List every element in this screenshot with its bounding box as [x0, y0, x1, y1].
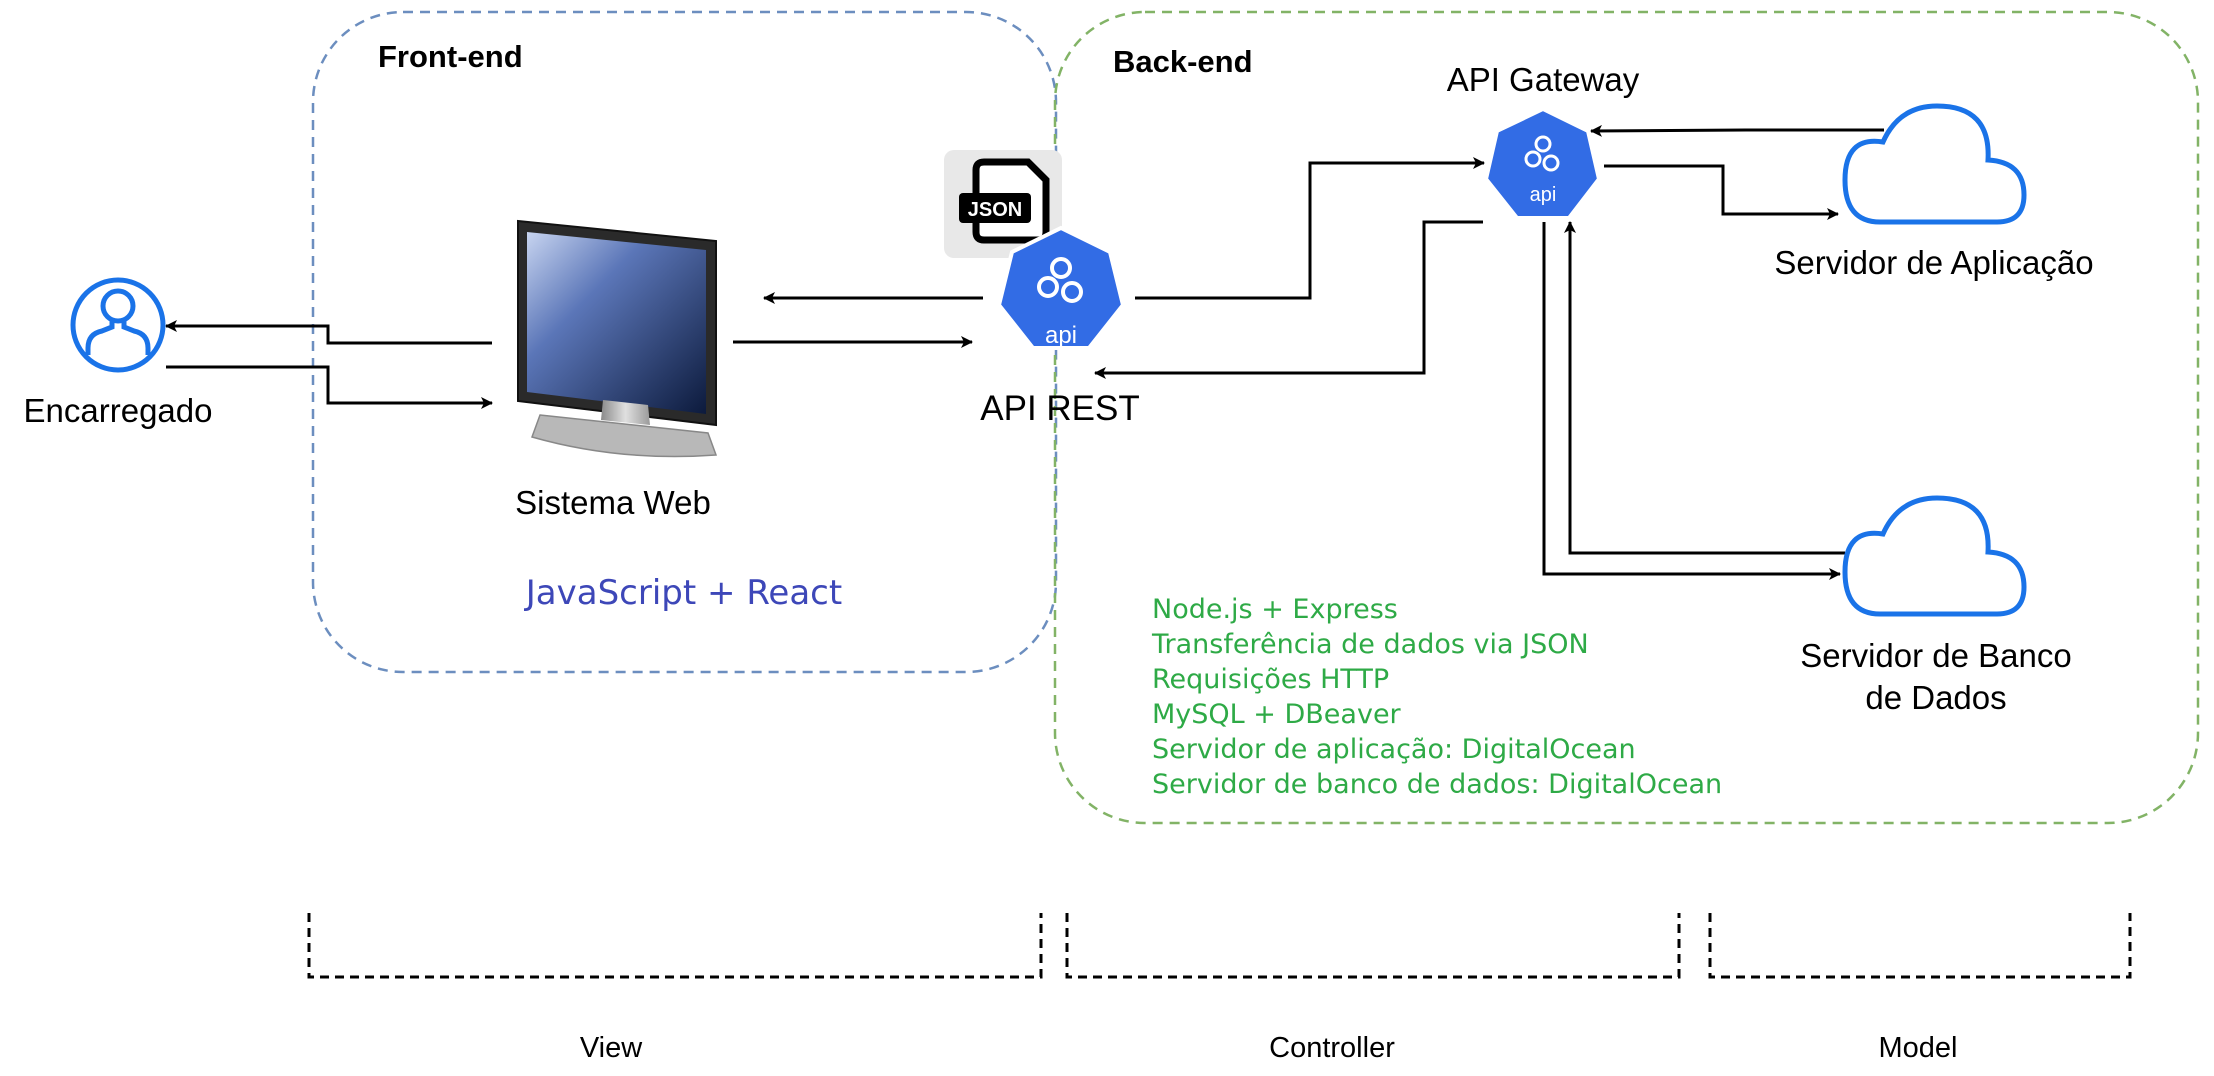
- model-bracket: [1708, 913, 2132, 979]
- backend-note: Node.js + Express: [1152, 594, 1398, 625]
- app-server-node[interactable]: Servidor de Aplicação: [1774, 103, 2094, 281]
- backend-note: Requisições HTTP: [1152, 664, 1389, 695]
- controller-bracket: [1065, 913, 1681, 979]
- web-system-node[interactable]: Sistema Web JavaScript + React: [515, 219, 842, 613]
- db-server-label-line2: de Dados: [1865, 679, 2006, 716]
- api-heptagon-icon: [996, 225, 1126, 350]
- frontend-title: Front-end: [378, 39, 523, 74]
- gear-icon: [1037, 257, 1083, 303]
- backend-note: MySQL + DBeaver: [1152, 699, 1402, 730]
- arrow-web-to-user: [165, 320, 492, 345]
- json-node: JSON: [944, 150, 1062, 258]
- user-label: Encarregado: [24, 392, 213, 429]
- layer-label-controller: Controller: [1269, 1032, 1395, 1064]
- backend-tech-notes: Node.js + Express Transferência de dados…: [1151, 594, 1722, 800]
- api-gateway-label: API Gateway: [1447, 61, 1640, 98]
- arrow-api-rest-to-gateway: [1135, 157, 1485, 300]
- backend-title: Back-end: [1113, 44, 1253, 79]
- arrow-app-server-to-gateway: [1590, 124, 1884, 137]
- user-icon: [70, 277, 166, 373]
- api-gateway-node[interactable]: api API Gateway: [1447, 61, 1640, 220]
- frontend-tech-label: JavaScript + React: [524, 573, 842, 613]
- api-gateway-badge: api: [1530, 184, 1557, 206]
- connectors: [165, 124, 1884, 580]
- api-rest-badge: api: [1045, 322, 1077, 349]
- layer-brackets: [307, 913, 2132, 979]
- arrow-user-to-web: [166, 365, 493, 409]
- layer-label-view: View: [580, 1032, 643, 1064]
- cloud-icon: [1842, 495, 2027, 617]
- arrow-db-to-gateway: [1564, 221, 1845, 555]
- backend-note: Servidor de aplicação: DigitalOcean: [1152, 734, 1636, 765]
- json-badge-text: JSON: [968, 199, 1022, 221]
- backend-note: Transferência de dados via JSON: [1151, 629, 1589, 660]
- db-server-node[interactable]: Servidor de Banco de Dados: [1800, 495, 2072, 716]
- api-rest-label: API REST: [980, 389, 1139, 428]
- arrow-gateway-to-db: [1542, 222, 1841, 580]
- backend-group: [1053, 10, 2200, 825]
- arrow-gateway-to-app-server: [1604, 164, 1839, 220]
- app-server-label: Servidor de Aplicação: [1774, 244, 2093, 281]
- arrow-gateway-to-api-rest: [1094, 220, 1483, 379]
- db-server-label-line1: Servidor de Banco: [1800, 637, 2072, 674]
- monitor-icon: [517, 219, 718, 458]
- view-bracket: [307, 913, 1043, 979]
- layer-label-model: Model: [1879, 1032, 1958, 1064]
- api-heptagon-icon: [1483, 106, 1602, 220]
- api-rest-node[interactable]: api API REST: [980, 225, 1140, 428]
- cloud-icon: [1842, 103, 2027, 225]
- gear-icon: [1524, 135, 1560, 172]
- backend-note: Servidor de banco de dados: DigitalOcean: [1152, 769, 1722, 800]
- web-system-label: Sistema Web: [515, 484, 711, 521]
- user-node[interactable]: Encarregado: [24, 277, 213, 429]
